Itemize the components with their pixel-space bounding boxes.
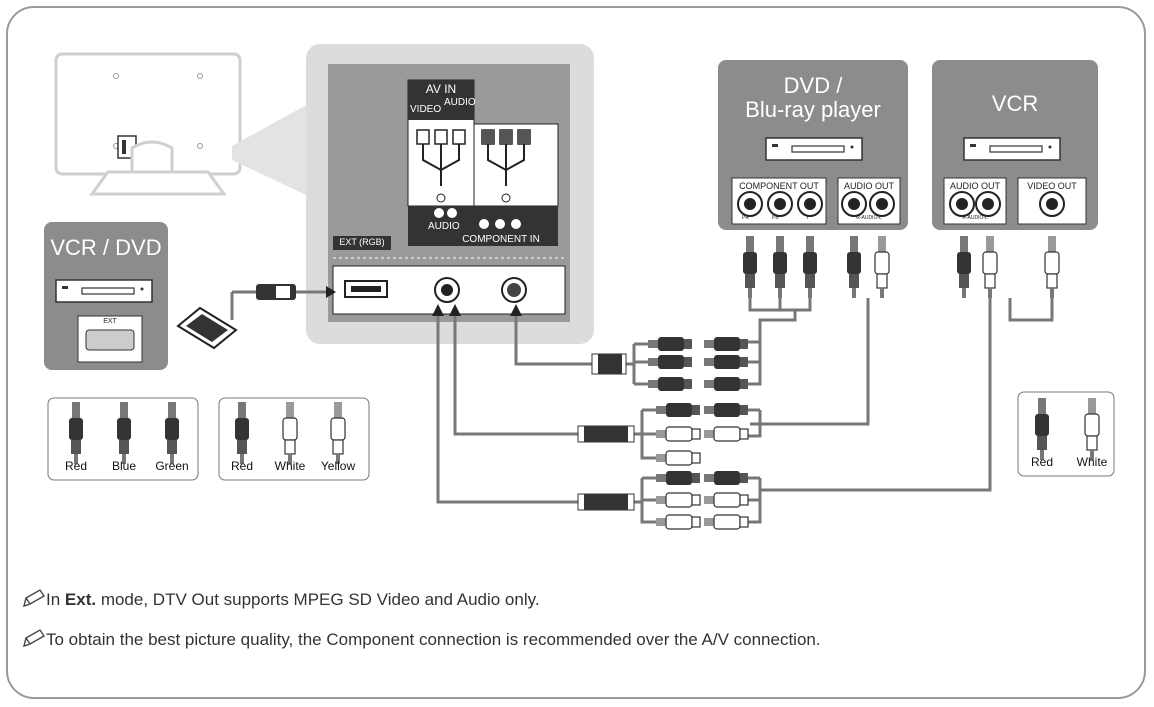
y-label: Y [806,215,810,221]
pr-label: PR [742,215,749,221]
dvd-title-line2: Blu-ray player [745,97,881,122]
cables [230,290,1054,524]
dvd-title-line1: DVD / [783,73,843,98]
vcr-video-out-label: VIDEO OUT [1027,181,1077,191]
ext-port-label: EXT [103,318,117,325]
rca-connectors [577,337,749,530]
note1-suffix: mode, DTV Out supports MPEG SD Video and… [96,590,540,609]
legend-red: Red [64,459,87,473]
pb-label: PB [772,215,779,221]
vcr-dvd-title: VCR / DVD [50,235,162,260]
note-component: To obtain the best picture quality, the … [46,630,821,649]
note1-prefix: In [46,590,65,609]
legend-red-audio: Red [1030,455,1053,469]
legend-white-av: White [274,459,306,473]
tv-back-icon [54,52,308,196]
dvd-audio-out-label: AUDIO OUT [843,181,894,191]
note-ext-mode: In Ext. mode, DTV Out supports MPEG SD V… [46,590,540,610]
legend-green: Green [155,459,189,473]
component-out-label: COMPONENT OUT [739,181,819,191]
audio-top-label: AUDIO [444,97,476,108]
diagram-frame [6,6,1146,699]
video-label: VIDEO [410,104,442,115]
scart-plug-icon [176,284,296,350]
vcr-title: VCR [991,91,1039,116]
vcr-audio-lr-label: R-AUDIO-L [962,215,988,221]
component-in-label: COMPONENT IN [462,234,540,245]
legend-white-audio: White [1076,455,1108,469]
tv-connector-panel [306,44,594,344]
dvd-audio-lr-label: R-AUDIO-L [856,215,882,221]
audio-bottom-label: AUDIO [428,221,460,232]
ext-rgb-label: EXT (RGB) [339,237,385,247]
vcr-audio-out-label: AUDIO OUT [949,181,1000,191]
av-in-label: AV IN [425,82,457,96]
legend-red-av: Red [230,459,253,473]
note1-bold: Ext. [64,590,97,609]
note-pencil-icon [23,589,45,648]
legend-yellow-av: Yellow [320,459,356,473]
legend-blue: Blue [111,459,137,473]
